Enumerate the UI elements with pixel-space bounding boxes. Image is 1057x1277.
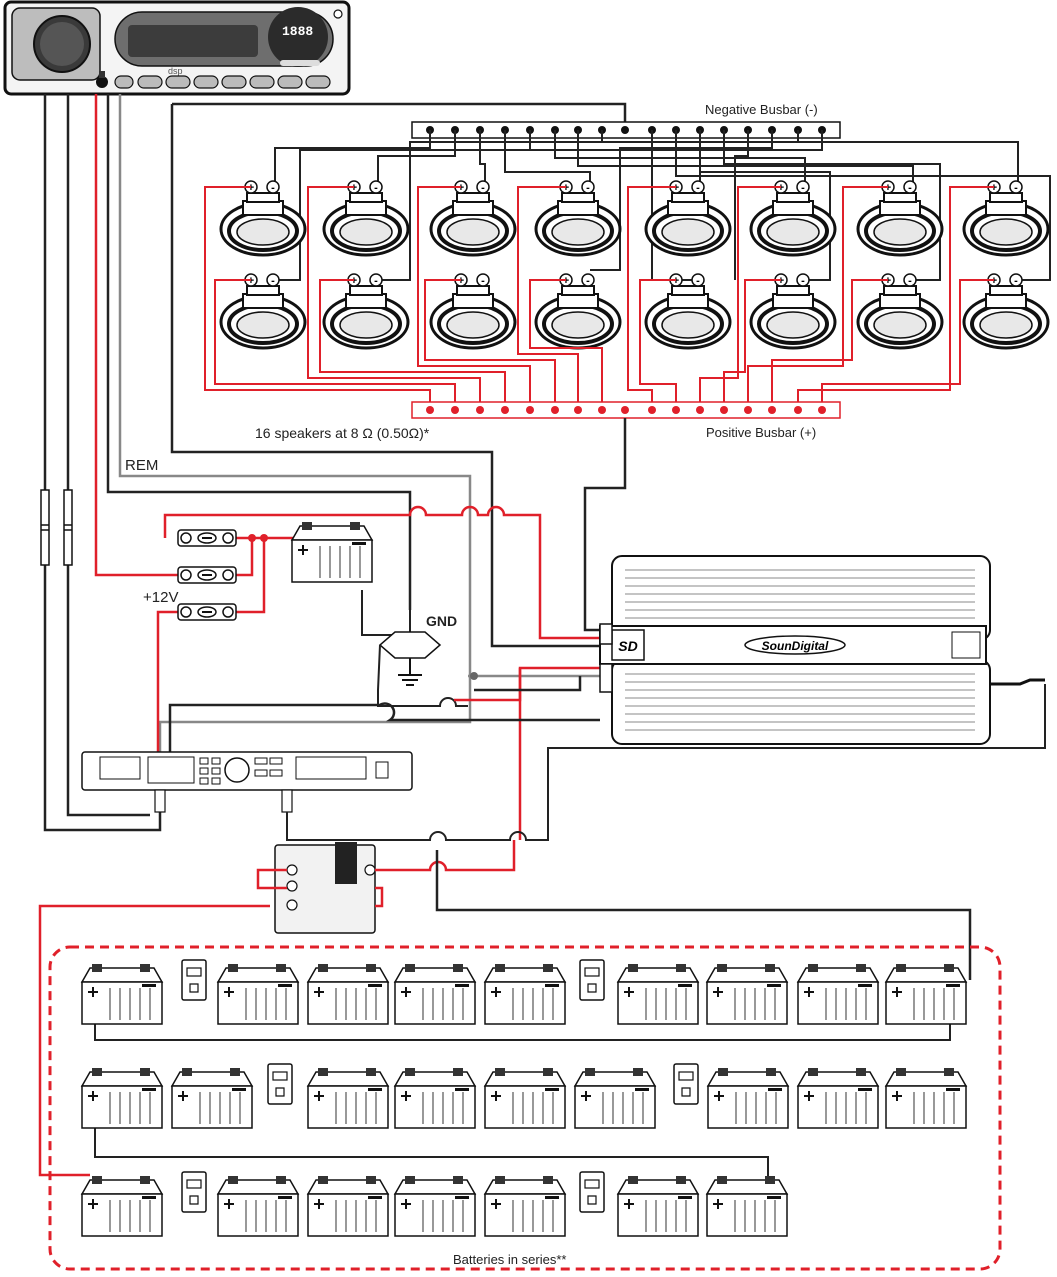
amp-badge: SD [618, 638, 637, 654]
aux-battery [291, 521, 373, 583]
fuse-1 [177, 529, 237, 547]
speaker-array [219, 179, 1050, 350]
head-unit: 1888 dsp [3, 0, 351, 96]
head-unit-brand: dsp [168, 66, 183, 76]
negative-busbar [411, 121, 841, 139]
rca-plugs [40, 489, 73, 566]
battery-bank-frame [48, 945, 1002, 1271]
head-unit-display: 1888 [282, 24, 313, 39]
rem-label: REM [125, 457, 158, 474]
dsp-processor [81, 751, 413, 813]
battery-row-3 [81, 1171, 788, 1237]
circuit-breaker [274, 842, 376, 934]
plus12v-label: +12V [143, 589, 178, 606]
negative-busbar-label: Negative Busbar (-) [705, 102, 818, 117]
speakers-note: 16 speakers at 8 Ω (0.50Ω)* [255, 425, 430, 441]
battery-row-2 [81, 1063, 967, 1129]
fuse-2 [177, 566, 237, 584]
gnd-label: GND [426, 613, 457, 629]
amp-brand: SounDigital [762, 639, 829, 653]
amplifier: SD SounDigital [599, 555, 1045, 745]
fuse-3 [177, 603, 237, 621]
batteries-note: Batteries in series** [453, 1252, 566, 1267]
positive-busbar [411, 401, 841, 419]
ground-distributor [361, 590, 468, 707]
battery-row-1 [81, 959, 967, 1025]
positive-busbar-label: Positive Busbar (+) [706, 425, 816, 440]
